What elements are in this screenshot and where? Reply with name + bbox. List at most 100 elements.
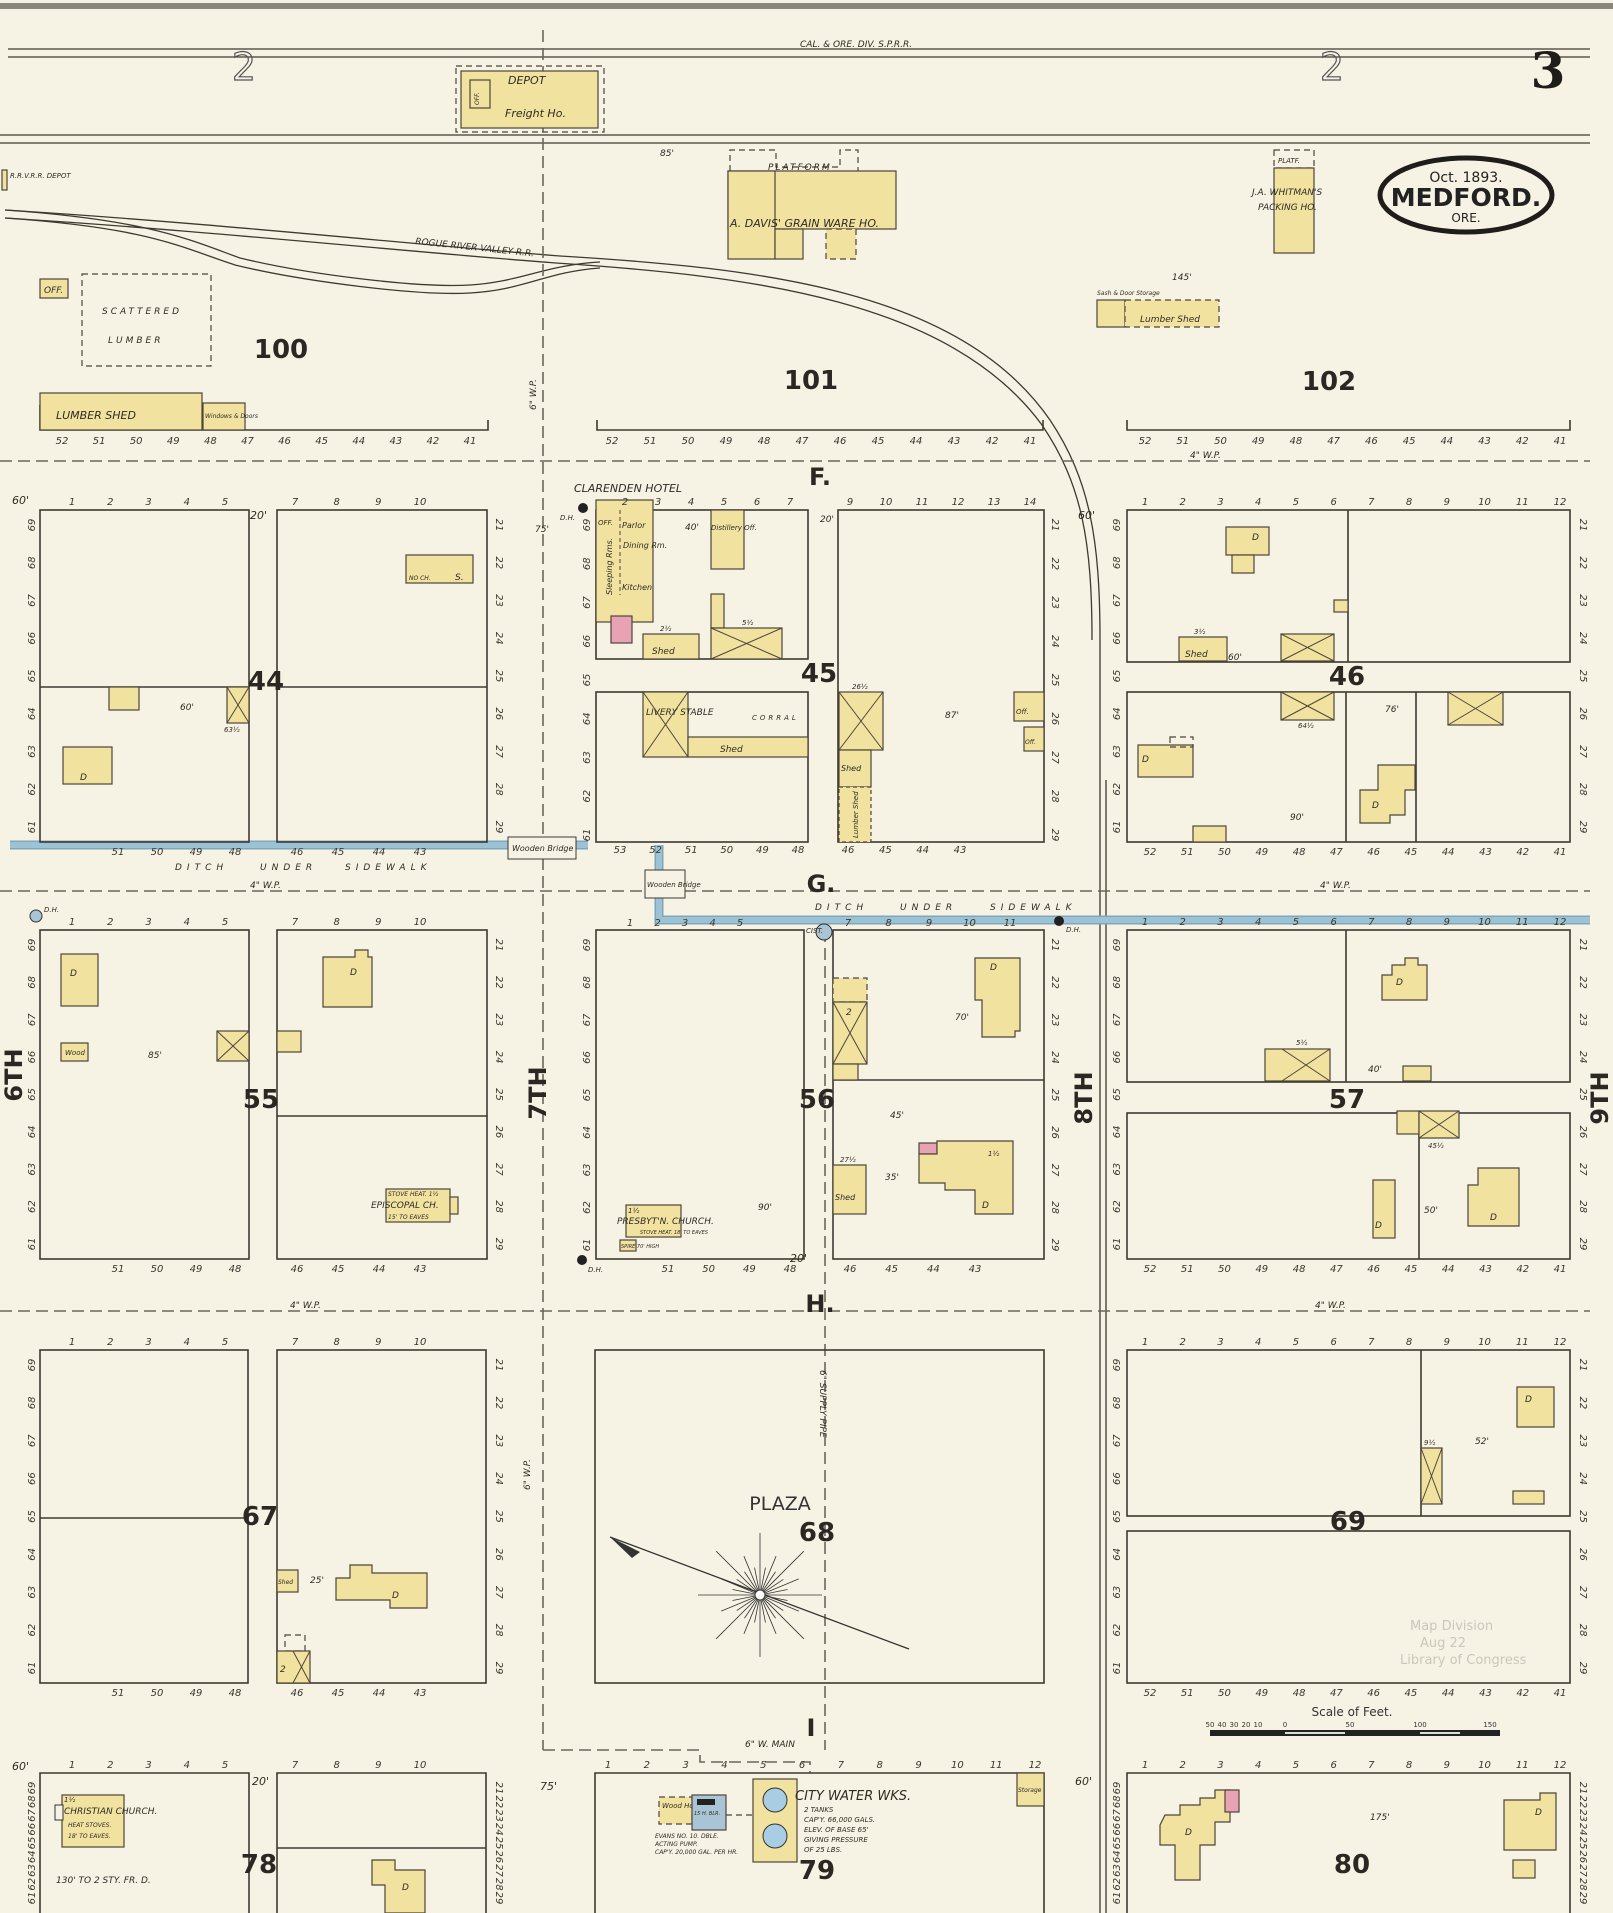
lot-number: 25 [1577,1088,1588,1101]
lot-number: 47 [241,436,254,447]
lot-number: 64 [1112,1548,1123,1561]
lot-number: 10 [880,497,893,508]
lot-number: 7 [1368,1337,1375,1348]
lot-number: 61 [27,1892,38,1905]
compass-ray [721,1594,761,1612]
lot-number: 9 [375,497,381,508]
freight-house-label: Freight Ho. [505,107,566,120]
dimension-label: 25' [310,1576,324,1586]
lot-number: 62 [1112,783,1123,796]
lot-number: 27 [1577,1864,1588,1877]
story-mark: 2 [280,1665,286,1675]
water-tank-icon [762,1787,788,1813]
stamp-line: Aug 22 [1420,1636,1466,1651]
story-mark: 64½ [1298,722,1314,730]
lot-number: 45 [332,847,345,858]
lot-number: 69 [1112,519,1123,532]
water-pipe-4-label: 4" W.P. [1320,881,1351,891]
shed-label: Shed [652,647,675,657]
dimension-label: 60' [1228,653,1242,663]
dimension-label: 85' [148,1051,162,1061]
compass-ray [715,1594,761,1640]
lot-number: 7 [838,1760,845,1771]
lot-number: 63 [1112,745,1123,758]
lot-number: 9 [1444,1760,1450,1771]
sp-railroad: CAL. & ORE. DIV. S.P.R.R. [0,40,1590,144]
lot-number: 7 [292,917,299,928]
lot-number: 50 [151,1264,164,1275]
lot-number: 26 [1049,1126,1060,1139]
lot-number: 41 [1554,1264,1567,1275]
lot-number: 23 [493,1013,504,1026]
story-mark: 45½ [1428,1142,1444,1150]
lot-number: 50 [1214,436,1227,447]
dimension-label: 20' [790,1252,807,1265]
ditch-label: SIDEWALK [345,863,432,873]
lot-number: 1 [1142,497,1148,508]
lot-number: 48 [1293,1264,1306,1275]
compass-rose [609,1533,910,1657]
wood-shed-label: Wood [65,1049,85,1057]
lot-number: 11 [990,1760,1003,1771]
lot-number: 2 [1180,497,1186,508]
hydrant-icon [1054,916,1064,926]
lot-number: 9 [375,917,381,928]
block-number: 67 [242,1502,278,1532]
lot-number: 41 [464,436,477,447]
lot-number: 11 [1516,1760,1529,1771]
lot-number: 21 [1049,939,1060,952]
shed-label: Shed [1185,650,1208,660]
lot-number: 12 [1554,1337,1567,1348]
lot-number: 49 [720,436,733,447]
story-mark: 2½ [660,625,671,633]
lot-number: 64 [27,1548,38,1561]
lot-number: 3 [682,918,688,929]
compass-ray [759,1556,777,1596]
lot-number: 52 [1139,436,1152,447]
lot-number: 67 [27,1809,38,1822]
lot-number: 66 [27,1472,38,1485]
building-label: NO CH. [409,575,431,582]
water-works-detail: ELEV. OF BASE 65' [804,1826,869,1834]
lot-number: 10 [1478,1760,1491,1771]
lot-number: 3 [682,1760,688,1771]
lot-number: 29 [1577,821,1588,834]
lot-number: 53 [614,845,627,856]
lot-number: 62 [582,790,593,803]
dwelling-label: D [982,1201,989,1211]
street-8th: 8TH [1070,1071,1098,1124]
lot-number: 14 [1024,497,1037,508]
lot-number: 26 [1577,1126,1588,1139]
water-pipe-6-label: 6" W.P. [529,379,539,410]
lot-number: 25 [1577,670,1588,683]
office-label: OFF. [44,286,63,296]
story-mark: 26½ [852,683,868,691]
christian-stories-label: 1½ [64,1796,75,1804]
lot-number: 68 [27,1795,38,1808]
lot-number: 42 [1516,847,1529,858]
lot-number: 25 [1577,1510,1588,1523]
lot-number: 49 [743,1264,756,1275]
block-46-buildings: D Shed 3½ 64½ D D 76' 90' 60' [1137,526,1504,843]
lot-number: 50 [151,1688,164,1699]
corral-label: CORRAL [752,714,799,722]
street-names: F. G. H. I 6TH 7TH 8TH 9TH [0,463,1613,1742]
lot-number: 46 [291,1688,304,1699]
lot-number: 26 [493,1548,504,1561]
presbyterian-church-label: PRESBYT'N. CHURCH. [617,1217,714,1227]
livery-stable-label: LIVERY STABLE [646,708,714,718]
lot-number: 8 [885,918,891,929]
dimension-label: 60' [180,703,194,713]
building-label: S. [455,573,464,583]
adjoining-sheet-left: 2 [232,45,256,89]
lot-number: 9 [1444,1337,1450,1348]
platform-label: PLATF. [1278,157,1300,165]
wooden-bridge: Wooden Bridge [507,836,577,860]
lot-number: 67 [1112,594,1123,607]
lot-number: 7 [292,497,299,508]
lot-number: 43 [969,1264,982,1275]
lot-number: 29 [1577,1892,1588,1905]
lot-number: 8 [1406,497,1412,508]
lot-number: 45 [885,1264,898,1275]
